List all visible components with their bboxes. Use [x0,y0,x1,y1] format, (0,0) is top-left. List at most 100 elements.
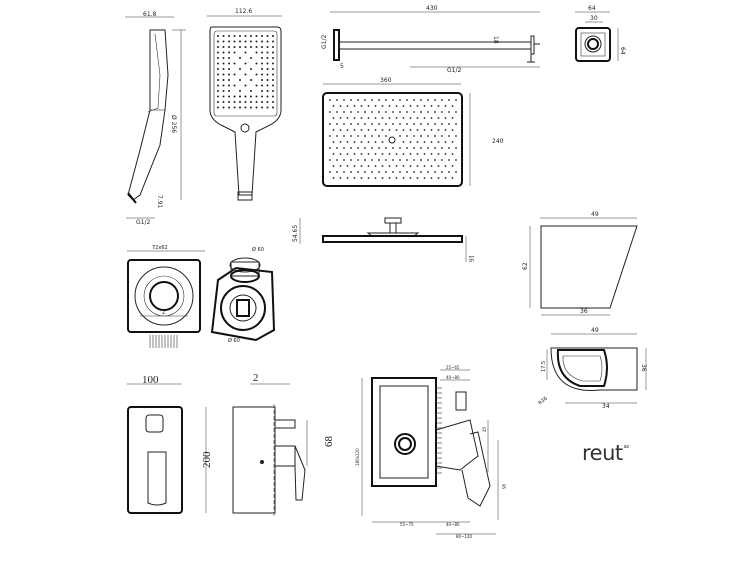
wall-connector-inner-label: 30 [590,15,598,22]
nozzle-dot [378,99,380,101]
nozzle-dot [451,105,454,107]
nozzle-dot [272,68,274,70]
nozzle-dot [385,135,387,137]
nozzle-dot [350,111,352,113]
nozzle-dot [427,123,429,125]
nozzle-dot [272,40,274,43]
nozzle-dot [228,57,230,59]
nozzle-dot [360,153,363,155]
nozzle-dot [455,99,457,101]
nozzle-dot [222,101,225,103]
nozzle-dot [255,95,258,98]
nozzle-dot [441,99,443,101]
nozzle-dot [261,106,263,109]
nozzle-dot [451,129,454,131]
nozzle-dot [416,129,419,131]
valve-body-section: 25~65 40~80 180x120 55~75 40~80 80~120 4… [355,365,506,539]
nozzle-dot [406,111,408,113]
shower-arm-thread-bottom-label: G1/2 [447,67,461,74]
nozzle-dot [402,153,405,155]
nozzle-dot [266,106,269,109]
mixer-height-label: 68 [323,436,335,448]
nozzle-dot [444,141,447,143]
nozzle-dot [423,177,426,179]
nozzle-dot [343,147,345,149]
nozzle-dot [353,141,356,143]
nozzle-dot [217,106,219,109]
nozzle-dot [448,99,450,101]
nozzle-dot [423,129,426,131]
nozzle-dot [217,35,219,37]
nozzle-dot [423,165,426,167]
nozzle-dot [228,51,230,54]
nozzle-dot [378,135,380,137]
rain-shower-top-view: 360 240 [322,77,504,187]
nozzle-dot [266,79,269,81]
nozzle-dot [357,99,359,101]
nozzle-dot [381,141,384,143]
nozzle-dot [371,135,373,137]
nozzle-dot [261,40,263,43]
nozzle-dot [402,105,405,107]
nozzle-dot [378,123,380,125]
nozzle-dot [239,95,241,98]
nozzle-dot [346,117,349,119]
nozzle-dot [427,111,429,113]
nozzle-dot [388,117,391,119]
nozzle-dot [434,159,436,161]
nozzle-dot [353,177,356,179]
nozzle-dot [378,171,380,173]
nozzle-dot [385,147,387,149]
cover-plate-width-label: 100 [142,374,159,386]
nozzle-dot [420,135,422,137]
nozzle-dot [266,90,269,92]
nozzle-dot [360,105,363,107]
nozzle-dot [430,105,433,107]
nozzle-dot [420,123,422,125]
nozzle-dot [409,177,412,179]
nozzle-dot [266,46,269,48]
nozzle-dot [239,57,241,59]
nozzle-dot [434,171,436,173]
nozzle-dot [392,147,394,149]
nozzle-dot [261,62,263,65]
nozzle-dot [222,84,225,87]
rain-shower-side-height-label: 54.65 [292,225,299,242]
nozzle-dot [272,73,274,76]
nozzle-dot [374,165,377,167]
wall-connector-height-label: 64 [619,47,626,55]
nozzle-dot [420,171,422,173]
nozzle-dot [255,101,258,103]
hand-shower-height-label: Ø 256 [170,115,177,133]
nozzle-dot [364,135,366,137]
cover-plate-height-label: 200 [201,451,213,468]
nozzle-dot [378,159,380,161]
nozzle-dot [413,111,415,113]
nozzle-dot [244,46,247,48]
nozzle-dot [336,99,338,101]
nozzle-dot [399,111,401,113]
nozzle-dot [364,123,366,125]
nozzle-dot [364,99,366,101]
nozzle-dot [244,62,247,65]
nozzle-dot [441,159,443,161]
nozzle-dot [233,73,236,76]
nozzle-dot [217,73,219,76]
hand-shower-width-label: 61.8 [143,11,157,18]
nozzle-dot [222,46,225,48]
nozzle-dot [385,111,387,113]
nozzle-dot [255,62,258,65]
nozzle-dot [374,141,377,143]
nozzle-dot [339,129,342,131]
nozzle-dot [427,159,429,161]
nozzle-dot [444,153,447,155]
nozzle-dot [272,101,274,103]
nozzle-dot [444,105,447,107]
nozzle-dot [420,159,422,161]
valve-dim-f-label: 95 [501,484,506,490]
nozzle-dot [455,147,457,149]
brand-mark: ax [623,444,630,450]
nozzle-dot [367,177,370,179]
nozzle-dot [261,68,263,70]
